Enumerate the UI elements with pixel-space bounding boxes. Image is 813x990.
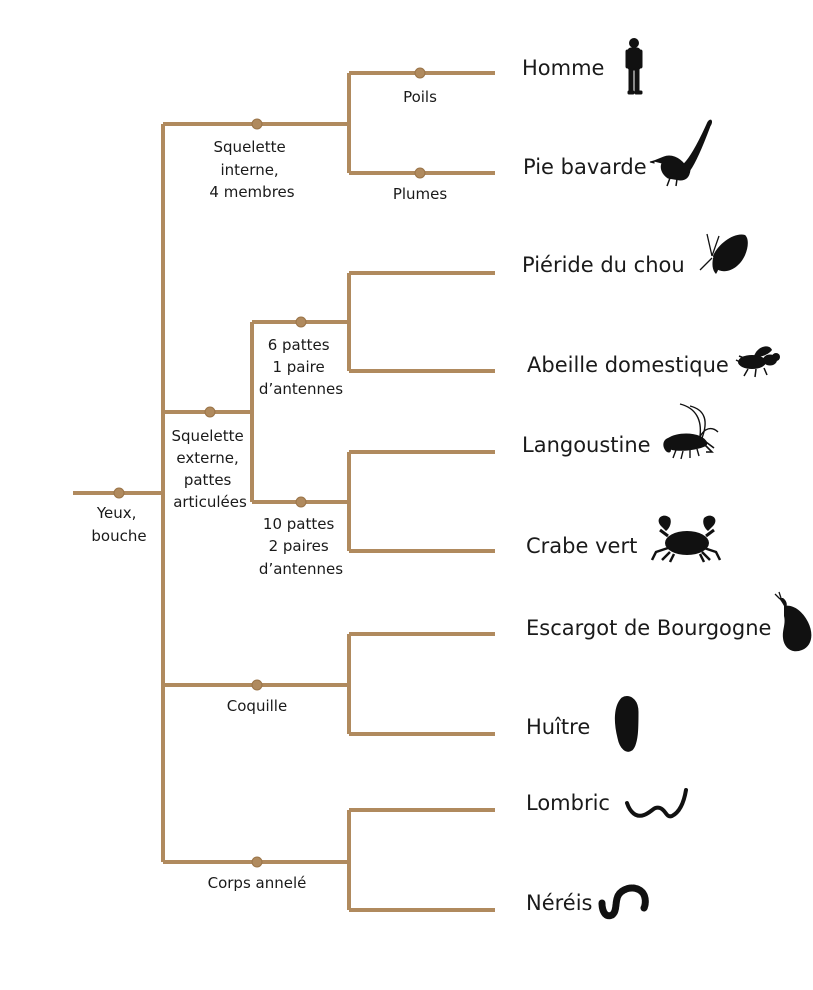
trait-nodes [113,67,426,868]
trait-label-line: interne, [221,161,279,179]
species-label-escargot: Escargot de Bourgogne [526,616,771,640]
trait-labels: Yeux, bouche Squelette interne, 4 membre… [91,88,447,892]
earthworm-silhouette-icon [625,788,688,819]
species-label-huitre: Huître [526,715,590,739]
node-feathers [414,167,426,179]
species-label-lombric: Lombric [526,791,610,815]
trait-label-line: d’antennes [259,560,343,578]
trait-label-line: pattes [184,471,232,489]
trait-label-arthropods: Squelette externe, pattes articulées [172,427,249,511]
crab-silhouette-icon [650,515,722,563]
species-label-langoustine: Langoustine [522,433,651,457]
node-arthropods [204,406,216,418]
node-hair [414,67,426,79]
species-label-abeille: Abeille domestique [527,353,729,377]
nereis-silhouette-icon [598,884,649,920]
trait-label-line: 4 membres [209,183,294,201]
node-crustaceans [295,496,307,508]
trait-label-line: externe, [176,449,238,467]
trait-label-line: 2 paires [269,537,329,555]
butterfly-silhouette-icon [699,233,748,274]
node-vertebrates [251,118,263,130]
human-silhouette-icon [625,38,643,95]
trait-label-line: bouche [91,527,146,545]
oyster-silhouette-icon [614,696,639,752]
trait-label-line: Corps annelé [208,874,307,892]
langoustine-silhouette-icon [663,403,719,460]
trait-label-line: d’antennes [259,380,343,398]
trait-label-line: Coquille [227,697,287,715]
trait-label-vertebrates: Squelette interne, 4 membres [209,138,294,201]
species-label-crabe-vert: Crabe vert [526,534,637,558]
trait-label-line: 6 pattes [268,336,330,354]
trait-label-line: Poils [403,88,437,106]
trait-label-molluscs: Coquille [227,697,287,715]
trait-label-annelids: Corps annelé [208,874,307,892]
trait-label-crustaceans: 10 pattes 2 paires d’antennes [259,515,343,578]
node-insects [295,316,307,328]
snail-silhouette-icon [774,591,812,652]
trait-label-line: Plumes [393,185,448,203]
trait-label-line: 10 pattes [263,515,335,533]
trait-label-line: Squelette [172,427,244,445]
trait-label-insects: 6 pattes 1 paire d’antennes [259,336,343,398]
species-label-pie-bavarde: Pie bavarde [523,155,647,179]
species-labels: Homme Pie bavarde Piéride du chou Abeill… [522,56,771,915]
species-silhouettes [598,38,812,920]
magpie-silhouette-icon [649,119,712,187]
node-molluscs [251,679,263,691]
species-label-pieride: Piéride du chou [522,253,685,277]
trait-label-feathers: Plumes [393,185,448,203]
trait-label-line: 1 paire [272,358,324,376]
node-root [113,487,125,499]
trait-label-root: Yeux, bouche [91,504,146,545]
trait-label-line: Squelette [214,138,286,156]
species-label-nereis: Néréis [526,891,593,915]
trait-label-line: articulées [173,493,247,511]
trait-label-hair: Poils [403,88,437,106]
species-label-homme: Homme [522,56,604,80]
trait-label-line: Yeux, [96,504,137,522]
node-annelids [251,856,263,868]
bee-silhouette-icon [735,346,780,378]
